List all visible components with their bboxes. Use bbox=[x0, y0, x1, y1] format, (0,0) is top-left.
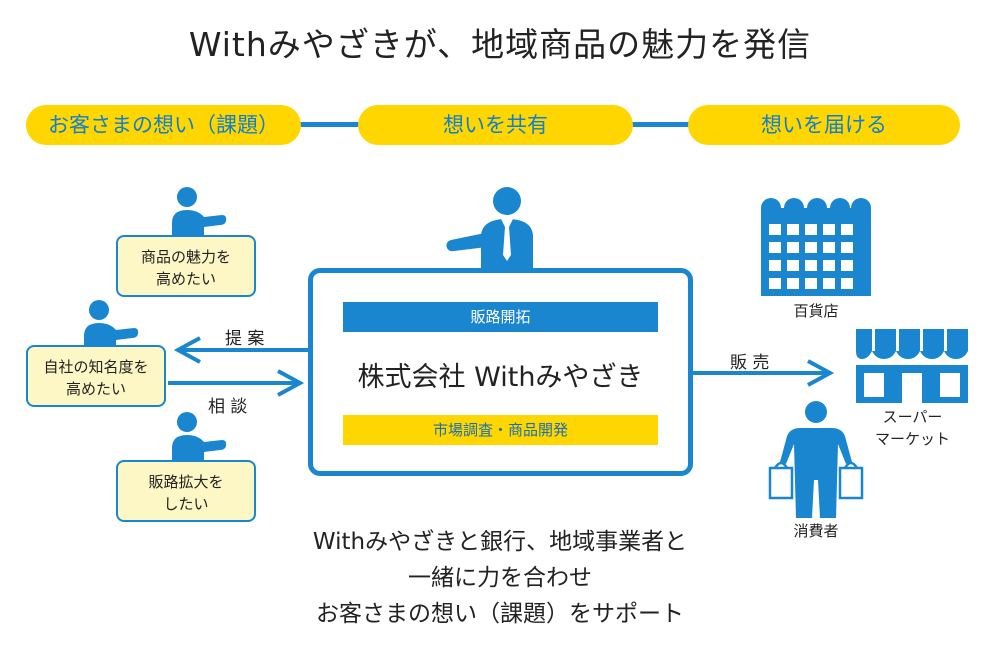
flow-step-share-wishes: 想いを共有 bbox=[358, 105, 633, 145]
bottom-message-line: お客さまの想い（課題）をサポート bbox=[316, 601, 684, 627]
bottom-message-line: 一緒に力を合わせ bbox=[408, 565, 592, 591]
supermarket-label: スーパー マーケット bbox=[860, 406, 965, 450]
consumer-label: 消費者 bbox=[793, 522, 839, 540]
department-store-icon bbox=[761, 198, 871, 296]
customer-need-line: 高めたい bbox=[65, 380, 126, 398]
customer-need-line: 商品の魅力を bbox=[140, 248, 231, 266]
bottom-message: Withみやざきと銀行、地域事業者と 一緒に力を合わせ お客さまの想い（課題）を… bbox=[0, 524, 1000, 632]
customer-need-line: 自社の知名度を bbox=[43, 358, 149, 376]
proposal-label: 提 案 bbox=[225, 329, 265, 349]
department-store-label: 百貨店 bbox=[793, 302, 839, 320]
bottom-message-line: Withみやざきと銀行、地域事業者と bbox=[312, 529, 688, 555]
consumer-with-bags-icon bbox=[768, 401, 864, 518]
supermarket-label-line: スーパー bbox=[882, 408, 943, 426]
supermarket-icon bbox=[856, 329, 968, 403]
customer-need-box: 自社の知名度を 高めたい bbox=[26, 345, 166, 407]
customer-need-box: 商品の魅力を 高めたい bbox=[116, 235, 256, 297]
businessman-icon bbox=[446, 187, 533, 273]
sales-label: 販 売 bbox=[730, 353, 770, 373]
flow-step-deliver-wishes: 想いを届ける bbox=[688, 105, 960, 145]
sales-arrow bbox=[692, 359, 835, 387]
proposal-arrow bbox=[173, 336, 308, 364]
customer-need-line: 販路拡大を bbox=[148, 473, 224, 491]
flow-step-customer-wishes: お客さまの想い（課題） bbox=[26, 105, 301, 145]
supermarket-label-line: マーケット bbox=[874, 430, 950, 448]
customer-need-line: 高めたい bbox=[155, 270, 216, 288]
person-desk-icon bbox=[172, 412, 227, 465]
customer-need-line: したい bbox=[163, 495, 209, 513]
customer-need-box: 販路拡大を したい bbox=[116, 460, 256, 522]
company-name: 株式会社 Withみやざき bbox=[357, 362, 644, 393]
page-title: Withみやざきが、地域商品の魅力を発信 bbox=[188, 25, 812, 64]
consultation-label: 相 談 bbox=[208, 397, 248, 417]
sales-channel-bar: 販路開拓 bbox=[343, 302, 658, 332]
market-research-bar: 市場調査・商品開発 bbox=[343, 415, 658, 445]
consultation-arrow bbox=[168, 369, 305, 397]
